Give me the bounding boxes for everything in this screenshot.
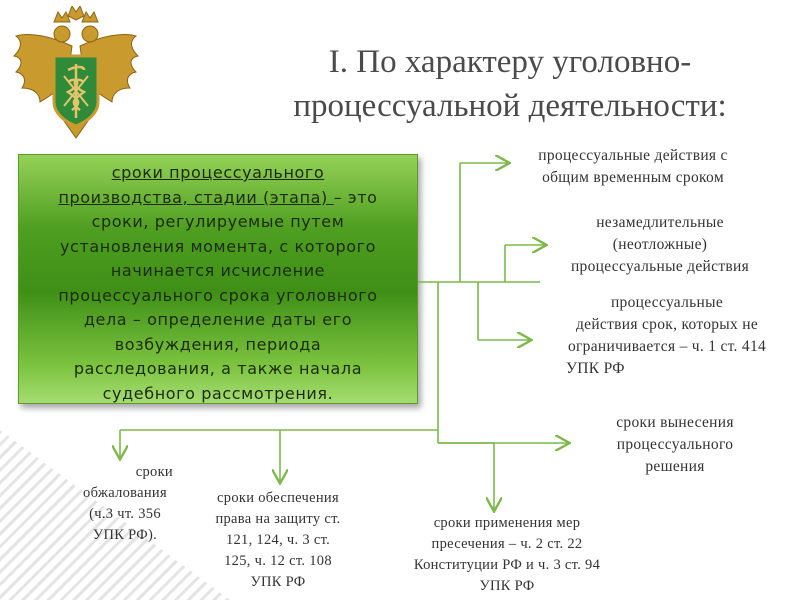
right-item-4: сроки вынесения процессуального решения [580, 412, 770, 478]
definition-term-line-2: производства, стадии (этапа) [58, 187, 334, 207]
right-item-4-line-1: сроки вынесения [616, 414, 734, 431]
bottom-item-3-line-3: Конституции РФ и ч. 3 ст. 94 [413, 557, 601, 573]
definition-line-10: судебного рассмотрения. [102, 383, 334, 403]
slide-title: I. По характеру уголовно- процессуальной… [250, 40, 770, 128]
bottom-item-2-line-2: права на защиту ст. [215, 511, 341, 527]
bottom-item-1-line-1: сроки [135, 464, 173, 480]
definition-term-line-1: сроки процессуального [111, 163, 325, 182]
bottom-item-2-line-5: УПК РФ [250, 574, 306, 590]
bottom-item-2-line-1: сроки обеспечения [217, 490, 339, 506]
bottom-item-2: сроки обеспечения права на защиту ст. 12… [198, 488, 358, 593]
right-item-3-line-3: ограничивается – ч. 1 ст. 414 [567, 338, 767, 355]
definition-line-9: расследования, а также начала [73, 359, 363, 378]
definition-box: сроки процессуального производства, стад… [18, 154, 418, 404]
right-item-2-line-1: незамедлительные [596, 214, 724, 231]
right-item-3-line-4: УПК РФ [566, 360, 625, 377]
bottom-item-3-line-4: УПК РФ [479, 578, 535, 594]
right-item-2-line-3: процессуальные действия [570, 258, 750, 275]
bottom-item-2-line-3: 121, 124, ч. 3 ст. [225, 532, 331, 548]
bottom-item-1-line-4: УПК РФ). [92, 527, 158, 543]
title-line-1: I. По характеру уголовно- [328, 44, 692, 80]
definition-line-5: начинается исчисление [110, 261, 326, 280]
bottom-item-3-line-1: сроки применения мер [433, 515, 581, 531]
right-item-2: незамедлительные (неотложные) процессуал… [545, 212, 775, 278]
bottom-item-1: сроки обжалования (ч.3 чт. 356 УПК РФ). [55, 462, 195, 546]
definition-line-8: возбуждения, периода [114, 334, 322, 354]
right-item-3-line-1: процессуальные [610, 294, 724, 311]
definition-line-2: производства, стадии (этапа) – это [29, 186, 407, 211]
definition-line-4: установления момента, с которого [59, 236, 377, 256]
right-item-1-line-1: процессуальные действия с [538, 147, 728, 164]
customs-emblem-icon [12, 6, 140, 139]
bottom-item-3: сроки применения мер пресечения – ч. 2 с… [392, 513, 622, 597]
right-item-4-line-3: решения [645, 458, 705, 475]
right-item-3-line-2: действия срок, которых не [575, 316, 759, 333]
bottom-item-1-line-3: (ч.3 чт. 356 [89, 506, 161, 522]
right-item-4-line-2: процессуального [616, 436, 734, 453]
right-item-1: процессуальные действия с общим временны… [508, 145, 758, 189]
bottom-item-3-line-2: пресечения – ч. 2 ст. 22 [431, 536, 583, 552]
bottom-item-2-line-4: 125, ч. 12 ст. 108 [224, 553, 332, 569]
definition-line-7: дела – определение даты его [83, 310, 353, 329]
right-item-1-line-2: общим временным сроком [542, 169, 724, 186]
definition-line-3: сроки, регулируемые путем [91, 212, 345, 231]
bottom-item-1-line-2: обжалования [83, 485, 167, 501]
definition-line-6: процессуального срока уголовного [58, 285, 378, 305]
right-item-3: процессуальные действия срок, которых не… [536, 292, 798, 380]
definition-dash: – это [333, 187, 378, 207]
right-item-2-line-2: (неотложные) [612, 236, 708, 253]
title-line-2: процессуальной деятельности: [293, 88, 727, 124]
